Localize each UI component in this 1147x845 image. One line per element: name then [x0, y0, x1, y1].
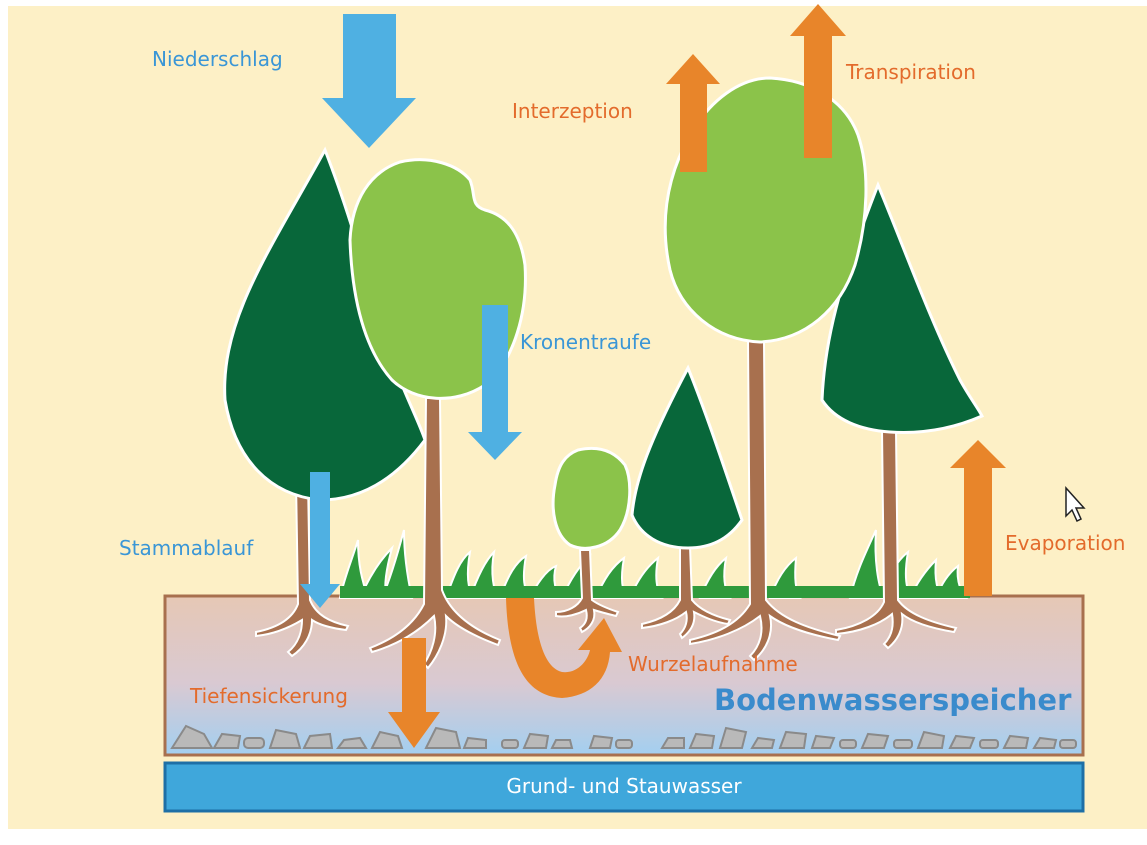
conifer-trees: [223, 146, 985, 550]
label-niederschlag: Niederschlag: [152, 47, 283, 71]
interzeption-arrow: [666, 54, 720, 172]
deciduous-crowns: [348, 76, 868, 550]
tree-trunks: [255, 339, 958, 670]
tiefensickerung-arrow: [388, 638, 440, 748]
label-tiefensickerung: Tiefensickerung: [190, 684, 348, 708]
label-stammablauf: Stammablauf: [119, 536, 254, 560]
grass: [338, 529, 970, 599]
flux-arrows: [388, 4, 1006, 748]
niederschlag-arrow: [322, 14, 416, 148]
stammablauf-arrow: [300, 472, 340, 608]
transpiration-arrow: [790, 4, 846, 158]
label-grundwasser: Grund- und Stauwasser: [506, 774, 742, 798]
label-kronentraufe: Kronentraufe: [520, 330, 652, 354]
water-arrows: [300, 14, 522, 608]
label-interzeption: Interzeption: [512, 99, 633, 123]
label-transpiration: Transpiration: [846, 60, 976, 84]
label-evaporation: Evaporation: [1005, 531, 1126, 555]
label-wurzelaufnahme: Wurzelaufnahme: [628, 652, 798, 676]
stones: [170, 724, 1077, 749]
label-bodenwasserspeicher: Bodenwasserspeicher: [714, 683, 1072, 717]
wurzelaufnahme-arrow: [506, 598, 622, 698]
groundwater-layer: [163, 761, 1085, 813]
evaporation-arrow: [950, 440, 1006, 596]
mouse-pointer-icon: [1065, 486, 1086, 523]
kronentraufe-arrow: [468, 305, 522, 460]
